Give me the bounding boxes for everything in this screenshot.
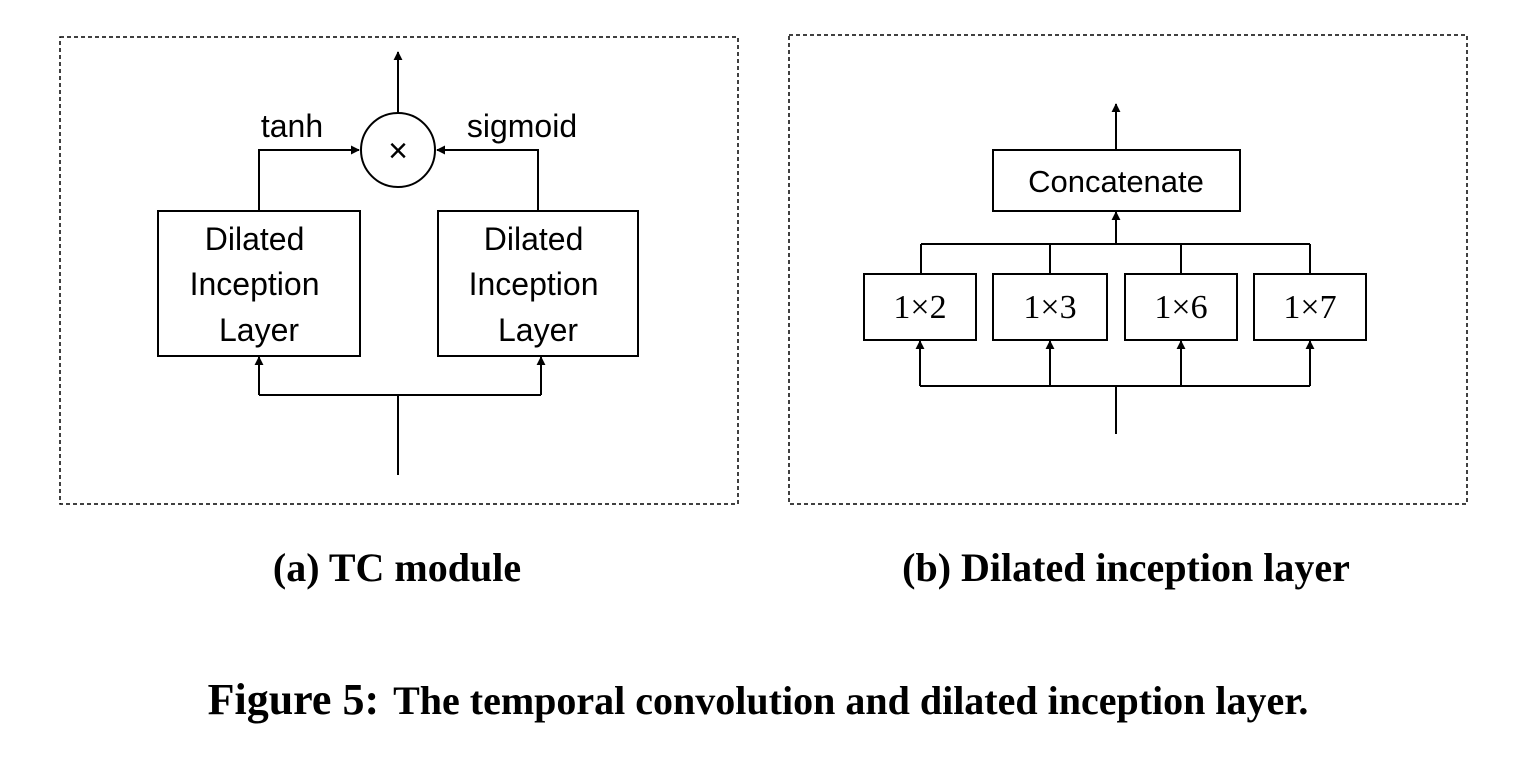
right-layer-line-2: Inception bbox=[469, 266, 599, 302]
panel-a-frame bbox=[59, 36, 739, 505]
panel-b-dilated-inception: Concatenate 1×2 1×3 1×6 1×7 (b) Dilated … bbox=[788, 34, 1468, 590]
figure-caption-label: Figure 5: bbox=[208, 675, 380, 724]
subcaption-a: (a) TC module bbox=[273, 545, 521, 590]
panel-a-tc-module: × Dilated Inception Layer Dilated Incept… bbox=[59, 36, 739, 590]
kernel-box-1x2 bbox=[863, 273, 977, 341]
right-layer-line-3: Layer bbox=[498, 312, 578, 348]
multiply-symbol: × bbox=[388, 132, 408, 170]
kernel-box-1x3 bbox=[992, 273, 1108, 341]
left-layer-line-1: Dilated bbox=[205, 221, 305, 257]
figure-caption: Figure 5: The temporal convolution and d… bbox=[208, 675, 1309, 724]
sigmoid-connector bbox=[436, 145, 539, 211]
kernel-box-1x7 bbox=[1253, 273, 1367, 341]
kernel-label-1x7: 1×7 bbox=[1283, 289, 1336, 326]
left-dilated-inception-box bbox=[157, 210, 361, 357]
kernel-box-1x6 bbox=[1124, 273, 1238, 341]
right-dilated-inception-box bbox=[437, 210, 639, 357]
concatenate-label: Concatenate bbox=[1028, 164, 1204, 199]
panel-b-frame bbox=[788, 34, 1468, 505]
left-layer-label: Dilated Inception Layer bbox=[190, 221, 329, 348]
right-layer-line-1: Dilated bbox=[484, 221, 584, 257]
right-layer-label: Dilated Inception Layer bbox=[469, 221, 608, 348]
left-layer-line-2: Inception bbox=[190, 266, 320, 302]
kernel-label-1x3: 1×3 bbox=[1023, 289, 1076, 326]
sigmoid-label: sigmoid bbox=[467, 108, 577, 144]
figure-caption-text: The temporal convolution and dilated inc… bbox=[393, 678, 1308, 723]
tanh-label: tanh bbox=[261, 108, 323, 144]
kernel-label-1x2: 1×2 bbox=[893, 289, 946, 326]
tanh-connector bbox=[258, 145, 360, 211]
left-layer-line-3: Layer bbox=[219, 312, 299, 348]
kernel-label-1x6: 1×6 bbox=[1154, 289, 1207, 326]
concatenate-box bbox=[992, 149, 1241, 212]
subcaption-b: (b) Dilated inception layer bbox=[902, 545, 1350, 590]
